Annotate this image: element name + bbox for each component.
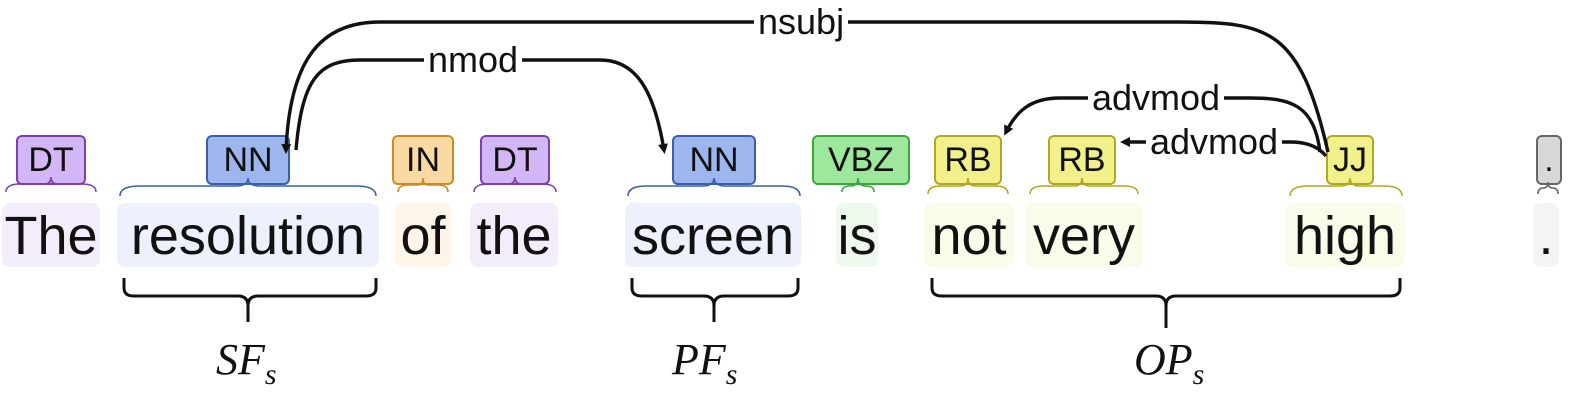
word-period: . (1538, 206, 1554, 266)
group-label-pf-name: PF (672, 335, 726, 384)
group-label-pf: PFs (672, 335, 737, 400)
word-bg-the2 (470, 203, 558, 267)
tag-braces (5, 176, 1559, 197)
arc-label-advmod: advmod (1146, 122, 1283, 162)
word-high: high (1293, 206, 1397, 266)
arc-nsubj (281, 20, 1330, 154)
word-not: not (931, 206, 1007, 266)
group-brace-sf (122, 278, 378, 322)
pos-tag-dt: DT (480, 135, 550, 185)
word-resolution: resolution (130, 206, 366, 266)
arc-label-advmod: advmod (1088, 78, 1225, 118)
group-label-op: OPs (1134, 335, 1204, 400)
group-label-sf-name: SF (216, 335, 265, 384)
word-of: of (400, 206, 446, 266)
group-label-op-sub: s (1192, 357, 1205, 391)
word-bg-the (2, 203, 100, 267)
word-bg-high (1285, 203, 1405, 267)
pos-tag-jj: JJ (1326, 135, 1374, 185)
group-label-sf-sub: s (264, 357, 277, 391)
pos-tag-dt: DT (16, 135, 86, 185)
pos-tag-in: IN (392, 135, 454, 185)
pos-tag-nn: NN (206, 135, 290, 185)
arc-advmod-not (1004, 96, 1322, 153)
group-label-sf: SFs (216, 335, 277, 400)
group-label-pf-sub: s (725, 357, 738, 391)
pos-tag-rb: RB (1048, 135, 1116, 185)
word-bg-of (395, 203, 451, 267)
pos-tag-nn: NN (672, 135, 756, 185)
word-bg-screen (625, 203, 801, 267)
word-bg-is (836, 203, 878, 267)
pos-tag-rb: RB (934, 135, 1002, 185)
arc-advmod-very (1120, 137, 1328, 158)
word-the: The (4, 206, 98, 266)
arc-label-nsubj: nsubj (754, 2, 849, 42)
group-brace-pf (630, 278, 800, 322)
arc-label-nmod: nmod (424, 40, 523, 80)
word-the: the (476, 206, 552, 266)
word-is: is (837, 206, 877, 266)
group-brace-op (930, 278, 1402, 328)
word-screen: screen (631, 206, 795, 266)
group-label-op-name: OP (1134, 335, 1193, 384)
word-bg-not (924, 203, 1014, 267)
word-bg-resolution (117, 203, 379, 267)
word-very: very (1032, 206, 1135, 266)
pos-tag-vbz: VBZ (812, 135, 910, 185)
word-bg-very (1025, 203, 1143, 267)
pos-tag-period: . (1536, 135, 1562, 185)
word-bg-period (1533, 203, 1559, 267)
